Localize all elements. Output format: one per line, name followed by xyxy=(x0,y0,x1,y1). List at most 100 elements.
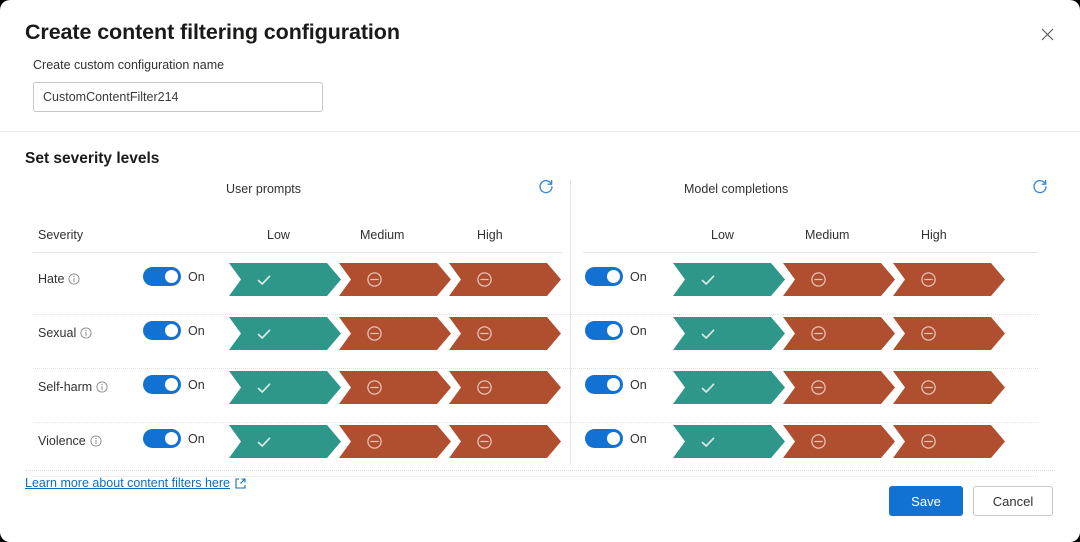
block-icon xyxy=(475,271,493,289)
refresh-icon-model-completions[interactable] xyxy=(1031,178,1053,200)
column-header-model-low: Low xyxy=(711,228,734,242)
severity-chevron-model-completions-hate-high[interactable] xyxy=(893,263,1005,296)
block-icon xyxy=(809,325,827,343)
row-separator xyxy=(33,422,1038,423)
row-label-sexual: Sexual xyxy=(38,326,92,340)
column-header-severity: Severity xyxy=(38,228,84,242)
column-header-divider-right xyxy=(583,252,1038,253)
severity-chevron-user-prompts-self-harm-medium[interactable] xyxy=(339,371,451,404)
toggle-switch[interactable] xyxy=(585,321,623,340)
block-icon xyxy=(475,325,493,343)
severity-chevron-model-completions-violence-high[interactable] xyxy=(893,425,1005,458)
check-icon xyxy=(255,271,273,289)
row-label-text: Hate xyxy=(38,272,65,286)
row-separator xyxy=(33,314,1038,315)
info-icon[interactable] xyxy=(96,381,108,393)
severity-chevron-model-completions-sexual-medium[interactable] xyxy=(783,317,895,350)
severity-chevron-user-prompts-violence-medium[interactable] xyxy=(339,425,451,458)
block-icon xyxy=(809,433,827,451)
close-icon[interactable] xyxy=(1032,19,1062,49)
toggle-model-completions-sexual[interactable]: On xyxy=(585,321,647,340)
save-button[interactable]: Save xyxy=(889,486,963,516)
block-icon xyxy=(919,325,937,343)
severity-chevron-user-prompts-hate-medium[interactable] xyxy=(339,263,451,296)
severity-chevron-user-prompts-sexual-low[interactable] xyxy=(229,317,341,350)
table-row: Self-harm On On xyxy=(0,370,1080,424)
severity-chevron-user-prompts-hate-high[interactable] xyxy=(449,263,561,296)
toggle-switch[interactable] xyxy=(143,267,181,286)
external-link-icon xyxy=(235,477,246,489)
toggle-state-label: On xyxy=(630,269,647,284)
info-icon[interactable] xyxy=(80,327,92,339)
check-icon xyxy=(255,379,273,397)
severity-chevron-user-prompts-violence-low[interactable] xyxy=(229,425,341,458)
check-icon xyxy=(699,271,717,289)
toggle-state-label: On xyxy=(188,431,205,446)
learn-more-link[interactable]: Learn more about content filters here xyxy=(25,476,246,490)
severity-chevron-user-prompts-hate-low[interactable] xyxy=(229,263,341,296)
table-row: Hate On On xyxy=(0,262,1080,316)
toggle-switch[interactable] xyxy=(143,429,181,448)
severity-chevron-user-prompts-self-harm-low[interactable] xyxy=(229,371,341,404)
severity-chevron-user-prompts-violence-high[interactable] xyxy=(449,425,561,458)
severity-chevron-model-completions-self-harm-low[interactable] xyxy=(673,371,785,404)
config-name-input[interactable] xyxy=(33,82,323,112)
toggle-user-prompts-sexual[interactable]: On xyxy=(143,321,205,340)
toggle-user-prompts-hate[interactable]: On xyxy=(143,267,205,286)
block-icon xyxy=(475,379,493,397)
toggle-state-label: On xyxy=(630,323,647,338)
toggle-switch[interactable] xyxy=(585,267,623,286)
cancel-button[interactable]: Cancel xyxy=(973,486,1053,516)
severity-chevron-model-completions-sexual-high[interactable] xyxy=(893,317,1005,350)
toggle-state-label: On xyxy=(630,377,647,392)
check-icon xyxy=(699,325,717,343)
severity-chevron-model-completions-hate-low[interactable] xyxy=(673,263,785,296)
severity-chevron-model-completions-hate-medium[interactable] xyxy=(783,263,895,296)
block-icon xyxy=(365,325,383,343)
table-row: Sexual On On xyxy=(0,316,1080,370)
column-header-model-high: High xyxy=(921,228,947,242)
check-icon xyxy=(255,433,273,451)
toggle-switch[interactable] xyxy=(143,375,181,394)
block-icon xyxy=(475,433,493,451)
refresh-icon-user-prompts[interactable] xyxy=(537,178,559,200)
toggle-user-prompts-violence[interactable]: On xyxy=(143,429,205,448)
row-separator xyxy=(33,476,1038,477)
toggle-state-label: On xyxy=(630,431,647,446)
toggle-switch[interactable] xyxy=(585,429,623,448)
column-header-user-low: Low xyxy=(267,228,290,242)
severity-chevron-model-completions-violence-medium[interactable] xyxy=(783,425,895,458)
toggle-model-completions-violence[interactable]: On xyxy=(585,429,647,448)
toggle-model-completions-hate[interactable]: On xyxy=(585,267,647,286)
config-name-label: Create custom configuration name xyxy=(33,58,225,72)
column-header-user-medium: Medium xyxy=(360,228,405,242)
severity-chevron-model-completions-self-harm-medium[interactable] xyxy=(783,371,895,404)
page-title: Create content filtering configuration xyxy=(25,20,400,44)
row-label-text: Sexual xyxy=(38,326,77,340)
block-icon xyxy=(919,433,937,451)
toggle-switch[interactable] xyxy=(585,375,623,394)
severity-chevron-model-completions-violence-low[interactable] xyxy=(673,425,785,458)
block-icon xyxy=(365,433,383,451)
info-icon[interactable] xyxy=(90,435,102,447)
column-header-divider-left xyxy=(33,252,563,253)
info-icon[interactable] xyxy=(68,273,80,285)
block-icon xyxy=(365,271,383,289)
severity-chevron-user-prompts-sexual-high[interactable] xyxy=(449,317,561,350)
check-icon xyxy=(699,433,717,451)
check-icon xyxy=(255,325,273,343)
row-label-hate: Hate xyxy=(38,272,80,286)
severity-chevron-model-completions-self-harm-high[interactable] xyxy=(893,371,1005,404)
severity-chevron-model-completions-sexual-low[interactable] xyxy=(673,317,785,350)
row-label-text: Self-harm xyxy=(38,380,93,394)
toggle-model-completions-self-harm[interactable]: On xyxy=(585,375,647,394)
column-header-user-high: High xyxy=(477,228,503,242)
block-icon xyxy=(919,379,937,397)
severity-chevron-user-prompts-sexual-medium[interactable] xyxy=(339,317,451,350)
severity-chevron-user-prompts-self-harm-high[interactable] xyxy=(449,371,561,404)
panel-divider xyxy=(570,180,571,465)
toggle-state-label: On xyxy=(188,269,205,284)
toggle-switch[interactable] xyxy=(143,321,181,340)
toggle-state-label: On xyxy=(188,323,205,338)
toggle-user-prompts-self-harm[interactable]: On xyxy=(143,375,205,394)
